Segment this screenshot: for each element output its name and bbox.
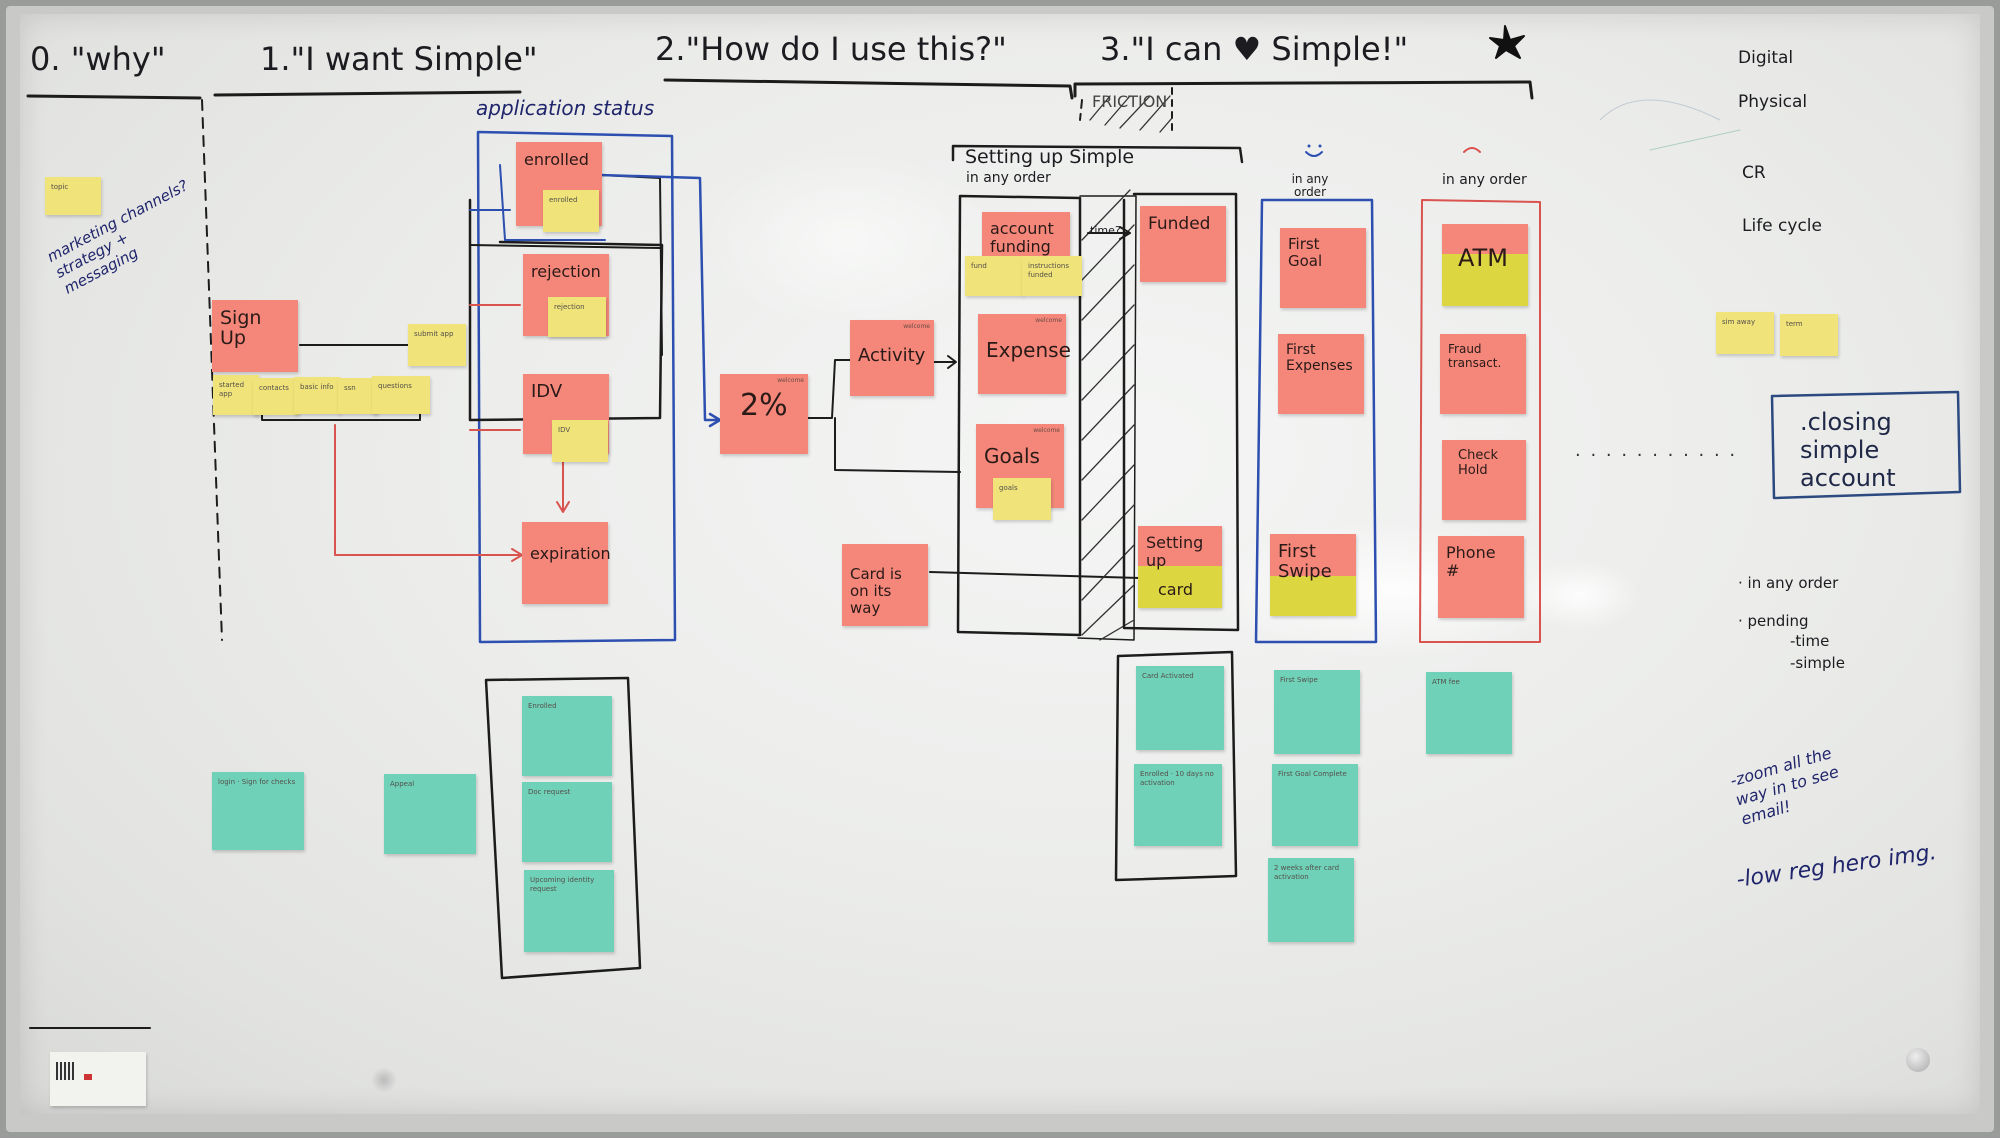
pending-simple: -simple [1790, 654, 1845, 672]
pending-time: -time [1790, 632, 1830, 650]
teal-sticky: Card Activated [1136, 666, 1224, 750]
sticky-note: sim away [1716, 312, 1774, 354]
sticky-sign-up: Sign Up [212, 300, 298, 372]
printed-card [50, 1052, 146, 1106]
magnet [1906, 1048, 1930, 1072]
teal-sticky: Doc request [522, 782, 612, 862]
in-any-order-label: in any order [1291, 172, 1329, 199]
teal-sticky: Enrolled [522, 696, 612, 776]
teal-sticky: login · Sign for checks [212, 772, 304, 850]
legend-cr: CR [1742, 163, 1766, 183]
sticky-note: fund [965, 256, 1023, 296]
sticky-expense: welcome Expense [978, 314, 1071, 394]
sticky-fraud: Fraud transact. [1440, 334, 1526, 414]
sticky-note: ssn [338, 378, 378, 414]
sticky-first-expenses: First Expenses [1278, 334, 1364, 414]
sticky-note: questions [372, 376, 430, 414]
dotted-line: . . . . . . . . . . . [1575, 440, 1738, 461]
phase-2-heading: 2."How do I use this?" [655, 30, 1007, 68]
sticky-note: contacts [253, 378, 299, 415]
sticky-note: goals [993, 478, 1051, 520]
sticky-card-on-its-way: Card is on its way [842, 544, 928, 626]
closing-account-label: .closing simple account [1800, 408, 1896, 492]
right-in-any-order: · in any order [1738, 574, 1839, 592]
sticky-highlight [1138, 566, 1222, 608]
sticky-check-hold: Check Hold [1442, 440, 1526, 520]
sticky-note: enrolled [543, 190, 599, 232]
sticky-activity: welcome Activity [850, 320, 934, 396]
legend-lifecycle: Life cycle [1742, 216, 1822, 236]
sticky-atm: ATM [1442, 224, 1528, 306]
sticky-note: topic [45, 177, 101, 215]
eraser-mark [372, 1066, 396, 1094]
red-mark [84, 1074, 92, 1080]
sticky-setting-up-card: Setting up card [1138, 526, 1222, 608]
teal-sticky: First Swipe [1274, 670, 1360, 754]
phase-0-heading: 0. "why" [30, 40, 166, 78]
sticky-note: term [1780, 314, 1838, 356]
teal-sticky: Appeal [384, 774, 476, 854]
sticky-first-goal: First Goal [1280, 228, 1366, 308]
legend-physical: Physical [1738, 92, 1808, 112]
application-status-label: application status [476, 96, 655, 120]
sticky-note: rejection [548, 297, 606, 337]
time-label: time? [1090, 224, 1121, 237]
teal-sticky: 2 weeks after card activation [1268, 858, 1354, 942]
sticky-note: submit app [408, 324, 466, 366]
teal-sticky: First Goal Complete [1272, 764, 1358, 846]
teal-sticky: Enrolled · 10 days no activation [1134, 764, 1222, 846]
sticky-highlight [1442, 254, 1528, 306]
phase-3-heading: 3."I can ♥ Simple!" [1100, 30, 1409, 68]
teal-sticky: Upcoming identity request [524, 870, 614, 952]
sticky-note: basic info [294, 377, 340, 414]
sticky-highlight [1270, 576, 1356, 616]
friction-label: FRICTION [1092, 92, 1168, 111]
sticky-phone: Phone # [1438, 536, 1524, 618]
teal-sticky: ATM fee [1426, 672, 1512, 754]
phase-1-heading: 1."I want Simple" [260, 40, 538, 78]
sticky-two-percent: welcome 2% [720, 374, 808, 454]
sticky-note: started app [213, 375, 259, 415]
setting-up-simple-label: Setting up Simple [965, 146, 1135, 168]
sticky-first-swipe: First Swipe [1270, 534, 1356, 616]
in-any-order-label: in any order [966, 170, 1051, 186]
sticky-expiration: expiration [522, 522, 611, 604]
legend-digital: Digital [1738, 48, 1794, 68]
qr-code [56, 1062, 74, 1080]
sticky-funded: Funded [1140, 206, 1226, 282]
pending-note: · pending [1738, 612, 1809, 630]
sticky-note: instructions funded [1022, 256, 1082, 296]
sticky-note: IDV [552, 420, 608, 462]
in-any-order-label: in any order [1442, 172, 1527, 188]
